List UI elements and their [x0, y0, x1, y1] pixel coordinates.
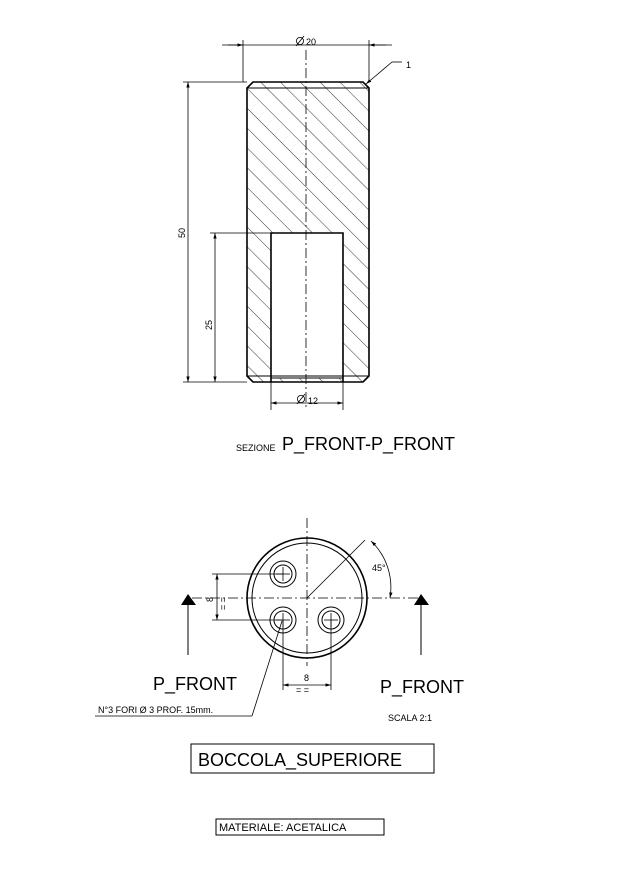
section-label-small: SEZIONE	[236, 443, 276, 453]
dim-hole-diameter: 12	[308, 396, 318, 406]
chamfer-circle	[251, 542, 363, 654]
section-arrow-icon	[181, 594, 196, 655]
equal-mark-horizontal: = =	[296, 685, 309, 695]
angle-reference-line	[306, 539, 366, 599]
part-name-box	[190, 743, 435, 774]
dim-outer-diameter: 20	[306, 37, 316, 47]
material: MATERIALE: ACETALICA	[219, 822, 347, 834]
top-view: 45° 8 = = 8 = = P_FRONT P_FRONT N°3 FORI…	[95, 518, 464, 723]
section-view: 20 1 50 25 12 SEZIONE P_FRONT-P_FRONT	[177, 35, 455, 455]
blind-hole-outline	[270, 232, 344, 382]
angle-arc	[370, 540, 393, 599]
section-outline	[246, 81, 370, 383]
diameter-icon	[296, 393, 306, 405]
section-hatch	[247, 82, 369, 382]
leader-number: 1	[406, 60, 411, 70]
hole-note-leader	[251, 620, 283, 717]
angle-label: 45°	[372, 563, 386, 573]
dim-horizontal: 8	[304, 673, 309, 683]
section-label: P_FRONT-P_FRONT	[282, 434, 455, 455]
section-arrow-icon	[414, 594, 429, 655]
title-block: BOCCOLA_SUPERIORE MATERIALE: ACETALICA	[190, 743, 435, 836]
hole-note: N°3 FORI Ø 3 PROF. 15mm.	[98, 705, 213, 715]
part-name: BOCCOLA_SUPERIORE	[198, 750, 402, 771]
dim-vertical: 8	[205, 597, 215, 602]
chamfer-leader	[365, 61, 393, 85]
outer-circle	[246, 537, 368, 659]
diameter-icon	[295, 35, 305, 47]
material-box	[215, 818, 385, 836]
scale-label: SCALA 2:1	[388, 713, 432, 723]
cut-label-left: P_FRONT	[153, 674, 237, 695]
dim-hole-depth: 25	[204, 320, 214, 330]
equal-mark-vertical: = =	[218, 597, 228, 610]
dim-length: 50	[177, 228, 187, 238]
cut-label-right: P_FRONT	[380, 677, 464, 698]
